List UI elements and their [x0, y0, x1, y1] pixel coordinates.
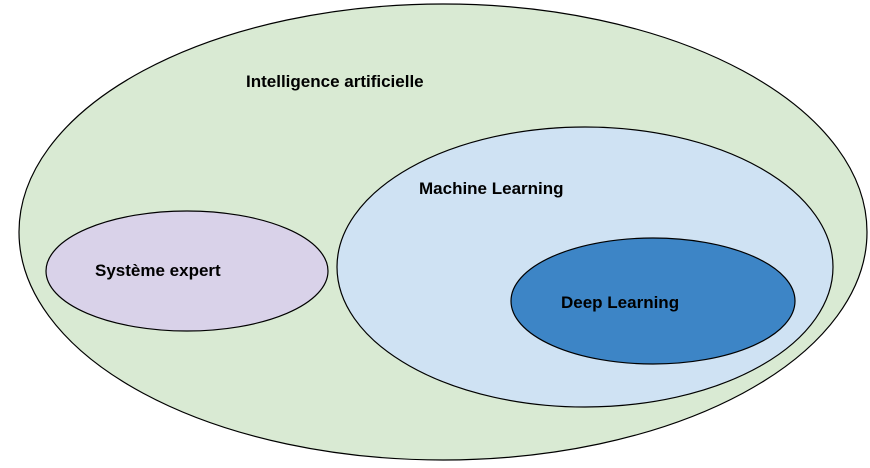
deep-learning-group: Deep Learning — [510, 237, 796, 365]
expert-system-group: Système expert — [45, 210, 329, 332]
machine-learning-label: Machine Learning — [419, 179, 564, 198]
ai-label: Intelligence artificielle — [246, 72, 424, 91]
deep-learning-label: Deep Learning — [561, 293, 679, 312]
deep-learning-ellipse — [510, 237, 796, 365]
expert-system-label: Système expert — [95, 261, 221, 280]
expert-system-ellipse — [45, 210, 329, 332]
